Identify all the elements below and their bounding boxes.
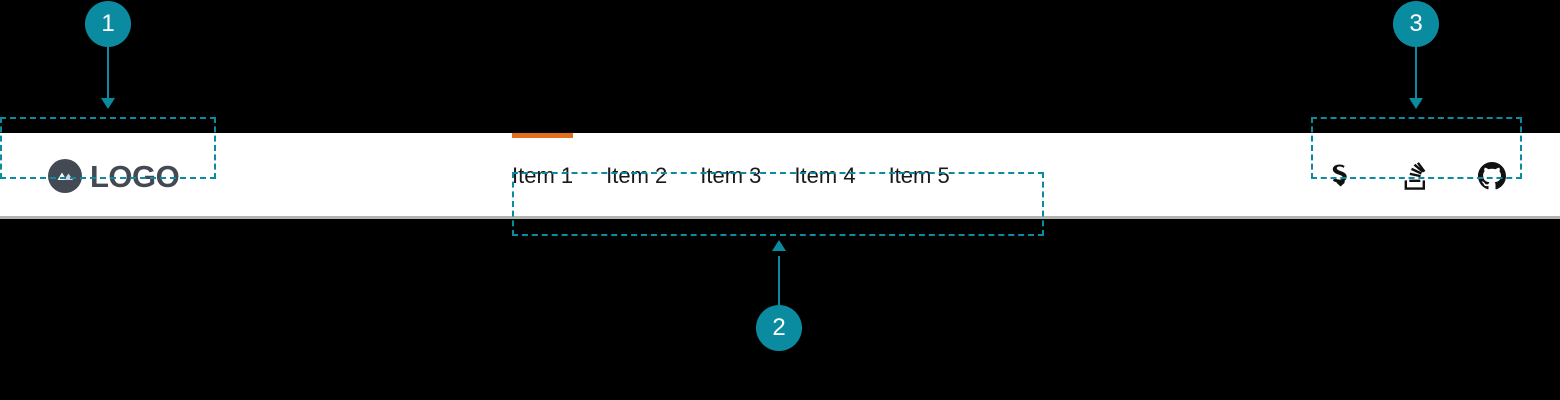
nav-item-1[interactable]: Item 1: [512, 133, 574, 219]
annotation-badge-3: 3: [1393, 1, 1439, 47]
annotation-connector-1: [107, 46, 109, 102]
nav-item-5[interactable]: Item 5: [888, 163, 950, 188]
brand-wordmark: LOGO: [90, 158, 180, 194]
annotation-connector-2: [778, 256, 780, 310]
annotation-badge-1: 1: [85, 1, 131, 47]
nav-links: Item 1 Item 2 Item 3 Item 4 Item 5: [512, 133, 950, 219]
social-links: [1326, 133, 1506, 219]
github-icon[interactable]: [1478, 161, 1506, 191]
annotation-arrowhead-3: [1409, 98, 1423, 109]
superuser-icon[interactable]: [1326, 161, 1354, 191]
navbar: LOGO Item 1 Item 2 Item 3 Item 4 Item 5: [0, 133, 1560, 219]
annotation-badge-2: 2: [756, 305, 802, 351]
annotation-connector-3: [1415, 46, 1417, 102]
brand-logo-link[interactable]: LOGO: [48, 133, 180, 219]
annotation-arrowhead-2: [772, 240, 786, 251]
nav-item-2[interactable]: Item 2: [606, 163, 668, 188]
nav-item-3[interactable]: Item 3: [700, 163, 762, 188]
annotation-arrowhead-1: [101, 98, 115, 109]
nav-item-4[interactable]: Item 4: [794, 163, 856, 188]
stackoverflow-icon[interactable]: [1402, 161, 1430, 191]
mountain-circle-icon: [48, 159, 82, 193]
